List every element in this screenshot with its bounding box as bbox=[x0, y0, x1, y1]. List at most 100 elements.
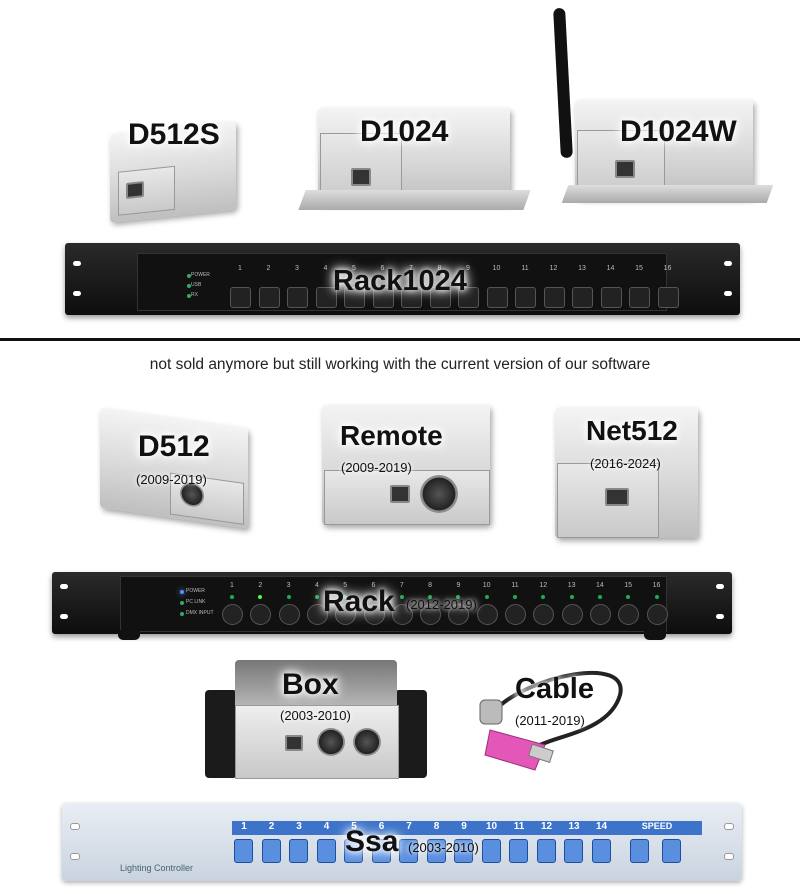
d1024-device bbox=[318, 108, 510, 203]
channel-number: 2 bbox=[258, 582, 263, 589]
d512-label: D512 bbox=[138, 430, 210, 463]
channel-number: 13 bbox=[568, 821, 580, 832]
channel-button bbox=[486, 287, 508, 308]
ssa-years: (2003-2010) bbox=[408, 840, 479, 855]
channel-number: 14 bbox=[595, 821, 608, 832]
channel-button bbox=[561, 604, 583, 625]
channel-button bbox=[399, 839, 418, 863]
d1024w-device bbox=[575, 100, 753, 198]
channel-number: 9 bbox=[466, 265, 470, 272]
channel-led bbox=[597, 595, 602, 599]
channel-button bbox=[234, 839, 253, 863]
channel-led bbox=[258, 595, 263, 599]
d512s-label: D512S bbox=[128, 118, 220, 151]
channel-number: 4 bbox=[323, 265, 328, 272]
channel-button bbox=[230, 287, 251, 308]
rack1024-label: Rack1024 bbox=[333, 265, 467, 297]
ssa-brand-text: Lighting Controller bbox=[120, 863, 194, 873]
speed-down-button bbox=[630, 839, 649, 863]
channel-number: 13 bbox=[578, 265, 586, 272]
speed-up-button bbox=[662, 839, 681, 863]
channel-button bbox=[316, 839, 336, 863]
net512-label: Net512 bbox=[586, 415, 678, 446]
usb-port-icon bbox=[615, 160, 635, 178]
status-led bbox=[187, 294, 191, 298]
channel-led bbox=[456, 595, 461, 599]
channel-number: 16 bbox=[663, 265, 672, 272]
channel-number: 12 bbox=[539, 582, 548, 589]
channel-button bbox=[363, 604, 385, 625]
channel-button bbox=[315, 287, 337, 308]
ssa-label: Ssa bbox=[345, 825, 399, 858]
usb-port-icon bbox=[126, 181, 144, 199]
net512-years: (2016-2024) bbox=[590, 456, 661, 471]
channel-number: 2 bbox=[266, 265, 271, 272]
status-led bbox=[180, 601, 184, 605]
cable-label: Cable bbox=[515, 673, 594, 705]
channel-led bbox=[230, 595, 234, 599]
remote-device bbox=[322, 405, 490, 525]
channel-button bbox=[536, 839, 556, 863]
channel-button bbox=[429, 287, 451, 308]
channel-button bbox=[372, 287, 394, 308]
xlr-in-connector-icon bbox=[317, 728, 345, 756]
remote-years: (2009-2019) bbox=[341, 460, 412, 475]
channel-button bbox=[371, 839, 391, 863]
channel-button bbox=[420, 604, 442, 625]
channel-button bbox=[344, 839, 363, 863]
channel-button bbox=[258, 287, 280, 308]
led-label: POWER bbox=[186, 588, 205, 594]
channel-button bbox=[509, 839, 528, 863]
channel-button bbox=[646, 604, 668, 625]
channel-button bbox=[481, 839, 501, 863]
channel-led bbox=[343, 595, 348, 599]
channel-led bbox=[569, 595, 574, 599]
cable-device bbox=[479, 671, 623, 771]
channel-led bbox=[399, 595, 404, 599]
channel-number: 14 bbox=[595, 582, 604, 589]
led-label: POWER bbox=[191, 272, 210, 278]
rack-label: Rack bbox=[323, 585, 395, 618]
box-years: (2003-2010) bbox=[280, 708, 351, 723]
channel-number: 7 bbox=[406, 821, 412, 832]
channel-button bbox=[289, 839, 308, 863]
led-label: DMX INPUT bbox=[186, 610, 214, 616]
box-top bbox=[235, 660, 397, 710]
channel-number: 3 bbox=[286, 582, 291, 589]
ethernet-port-icon bbox=[605, 488, 629, 506]
channel-led bbox=[513, 595, 517, 599]
channel-number: 4 bbox=[323, 821, 330, 832]
channel-button bbox=[426, 839, 446, 863]
channel-button bbox=[287, 287, 308, 308]
channel-number: 4 bbox=[314, 582, 319, 589]
led-label: PC LINK bbox=[186, 599, 206, 605]
channel-number: 6 bbox=[380, 265, 385, 272]
channel-number: 11 bbox=[511, 582, 519, 589]
channel-led bbox=[314, 595, 319, 599]
channel-button bbox=[533, 604, 555, 625]
channel-button bbox=[306, 604, 328, 625]
d1024w-mounting-plate bbox=[561, 185, 774, 203]
channel-number: 7 bbox=[409, 265, 413, 272]
box-device bbox=[205, 660, 427, 780]
channel-number: 13 bbox=[567, 582, 576, 589]
channel-button bbox=[572, 287, 593, 308]
channel-number: 3 bbox=[295, 265, 299, 272]
channel-button bbox=[657, 287, 679, 308]
channel-number: 8 bbox=[428, 582, 433, 589]
channel-number: 15 bbox=[635, 265, 643, 272]
antenna-icon bbox=[553, 7, 573, 159]
cable-years: (2011-2019) bbox=[515, 713, 585, 728]
channel-led bbox=[541, 595, 546, 599]
usb-port-icon bbox=[390, 485, 410, 503]
rack-years: (2012-2019) bbox=[406, 597, 477, 612]
channel-number: 9 bbox=[456, 582, 461, 589]
channel-number: 3 bbox=[296, 821, 302, 832]
channel-led bbox=[484, 595, 489, 599]
channel-number: 5 bbox=[352, 265, 356, 272]
channel-button bbox=[261, 839, 281, 863]
channel-button bbox=[222, 604, 243, 625]
channel-led bbox=[286, 595, 291, 599]
channel-led bbox=[371, 595, 376, 599]
